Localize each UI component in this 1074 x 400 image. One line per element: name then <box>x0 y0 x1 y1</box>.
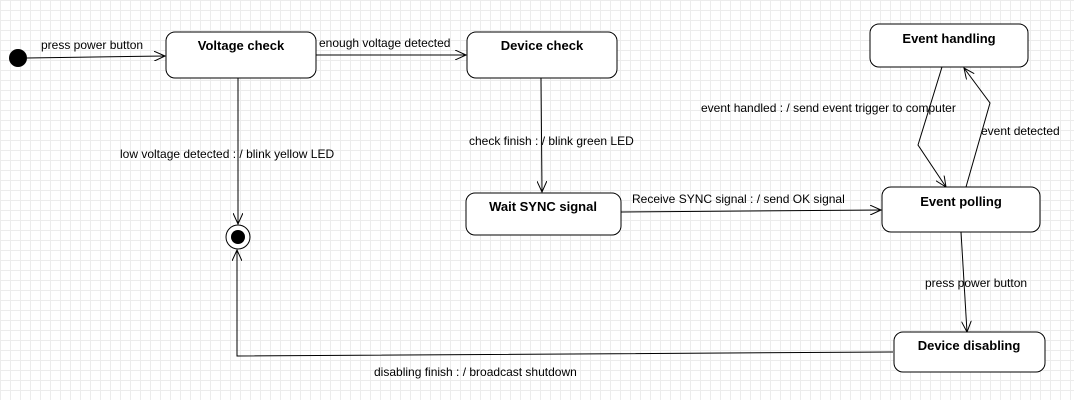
label-event-detected: event detected <box>981 124 1060 138</box>
state-label: Device check <box>501 38 584 53</box>
transition-receive-sync[interactable] <box>620 210 881 212</box>
label-receive-sync: Receive SYNC signal : / send OK signal <box>632 192 845 206</box>
transition-event-handled[interactable] <box>917 66 946 187</box>
label-event-handled: event handled : / send event trigger to … <box>701 101 956 115</box>
state-device-disabling[interactable]: Device disabling <box>893 331 1046 373</box>
label-press-power-start: press power button <box>41 38 143 52</box>
state-event-handling[interactable]: Event handling <box>869 23 1029 68</box>
state-device-check[interactable]: Device check <box>466 31 618 79</box>
transition-disabling-finish[interactable] <box>237 250 894 357</box>
label-press-power-disable: press power button <box>925 276 1027 290</box>
label-check-finish: check finish : / blink green LED <box>469 134 634 148</box>
final-state <box>225 224 251 250</box>
state-voltage-check[interactable]: Voltage check <box>165 31 317 79</box>
initial-state <box>9 49 27 67</box>
label-disabling-finish: disabling finish : / broadcast shutdown <box>374 365 577 379</box>
label-low-voltage: low voltage detected : / blink yellow LE… <box>120 147 334 161</box>
state-label: Wait SYNC signal <box>489 199 597 214</box>
transition-event-detected[interactable] <box>964 68 991 188</box>
transition-press-power-disable[interactable] <box>960 231 967 332</box>
state-event-polling[interactable]: Event polling <box>881 186 1041 233</box>
label-enough-voltage: enough voltage detected <box>319 36 450 50</box>
state-label: Device disabling <box>918 338 1021 353</box>
state-label: Voltage check <box>198 38 285 53</box>
state-label: Event handling <box>902 31 995 46</box>
state-wait-sync[interactable]: Wait SYNC signal <box>465 192 622 236</box>
transition-press-power-start[interactable] <box>26 56 165 58</box>
transition-check-finish[interactable] <box>541 77 542 192</box>
state-label: Event polling <box>920 194 1002 209</box>
